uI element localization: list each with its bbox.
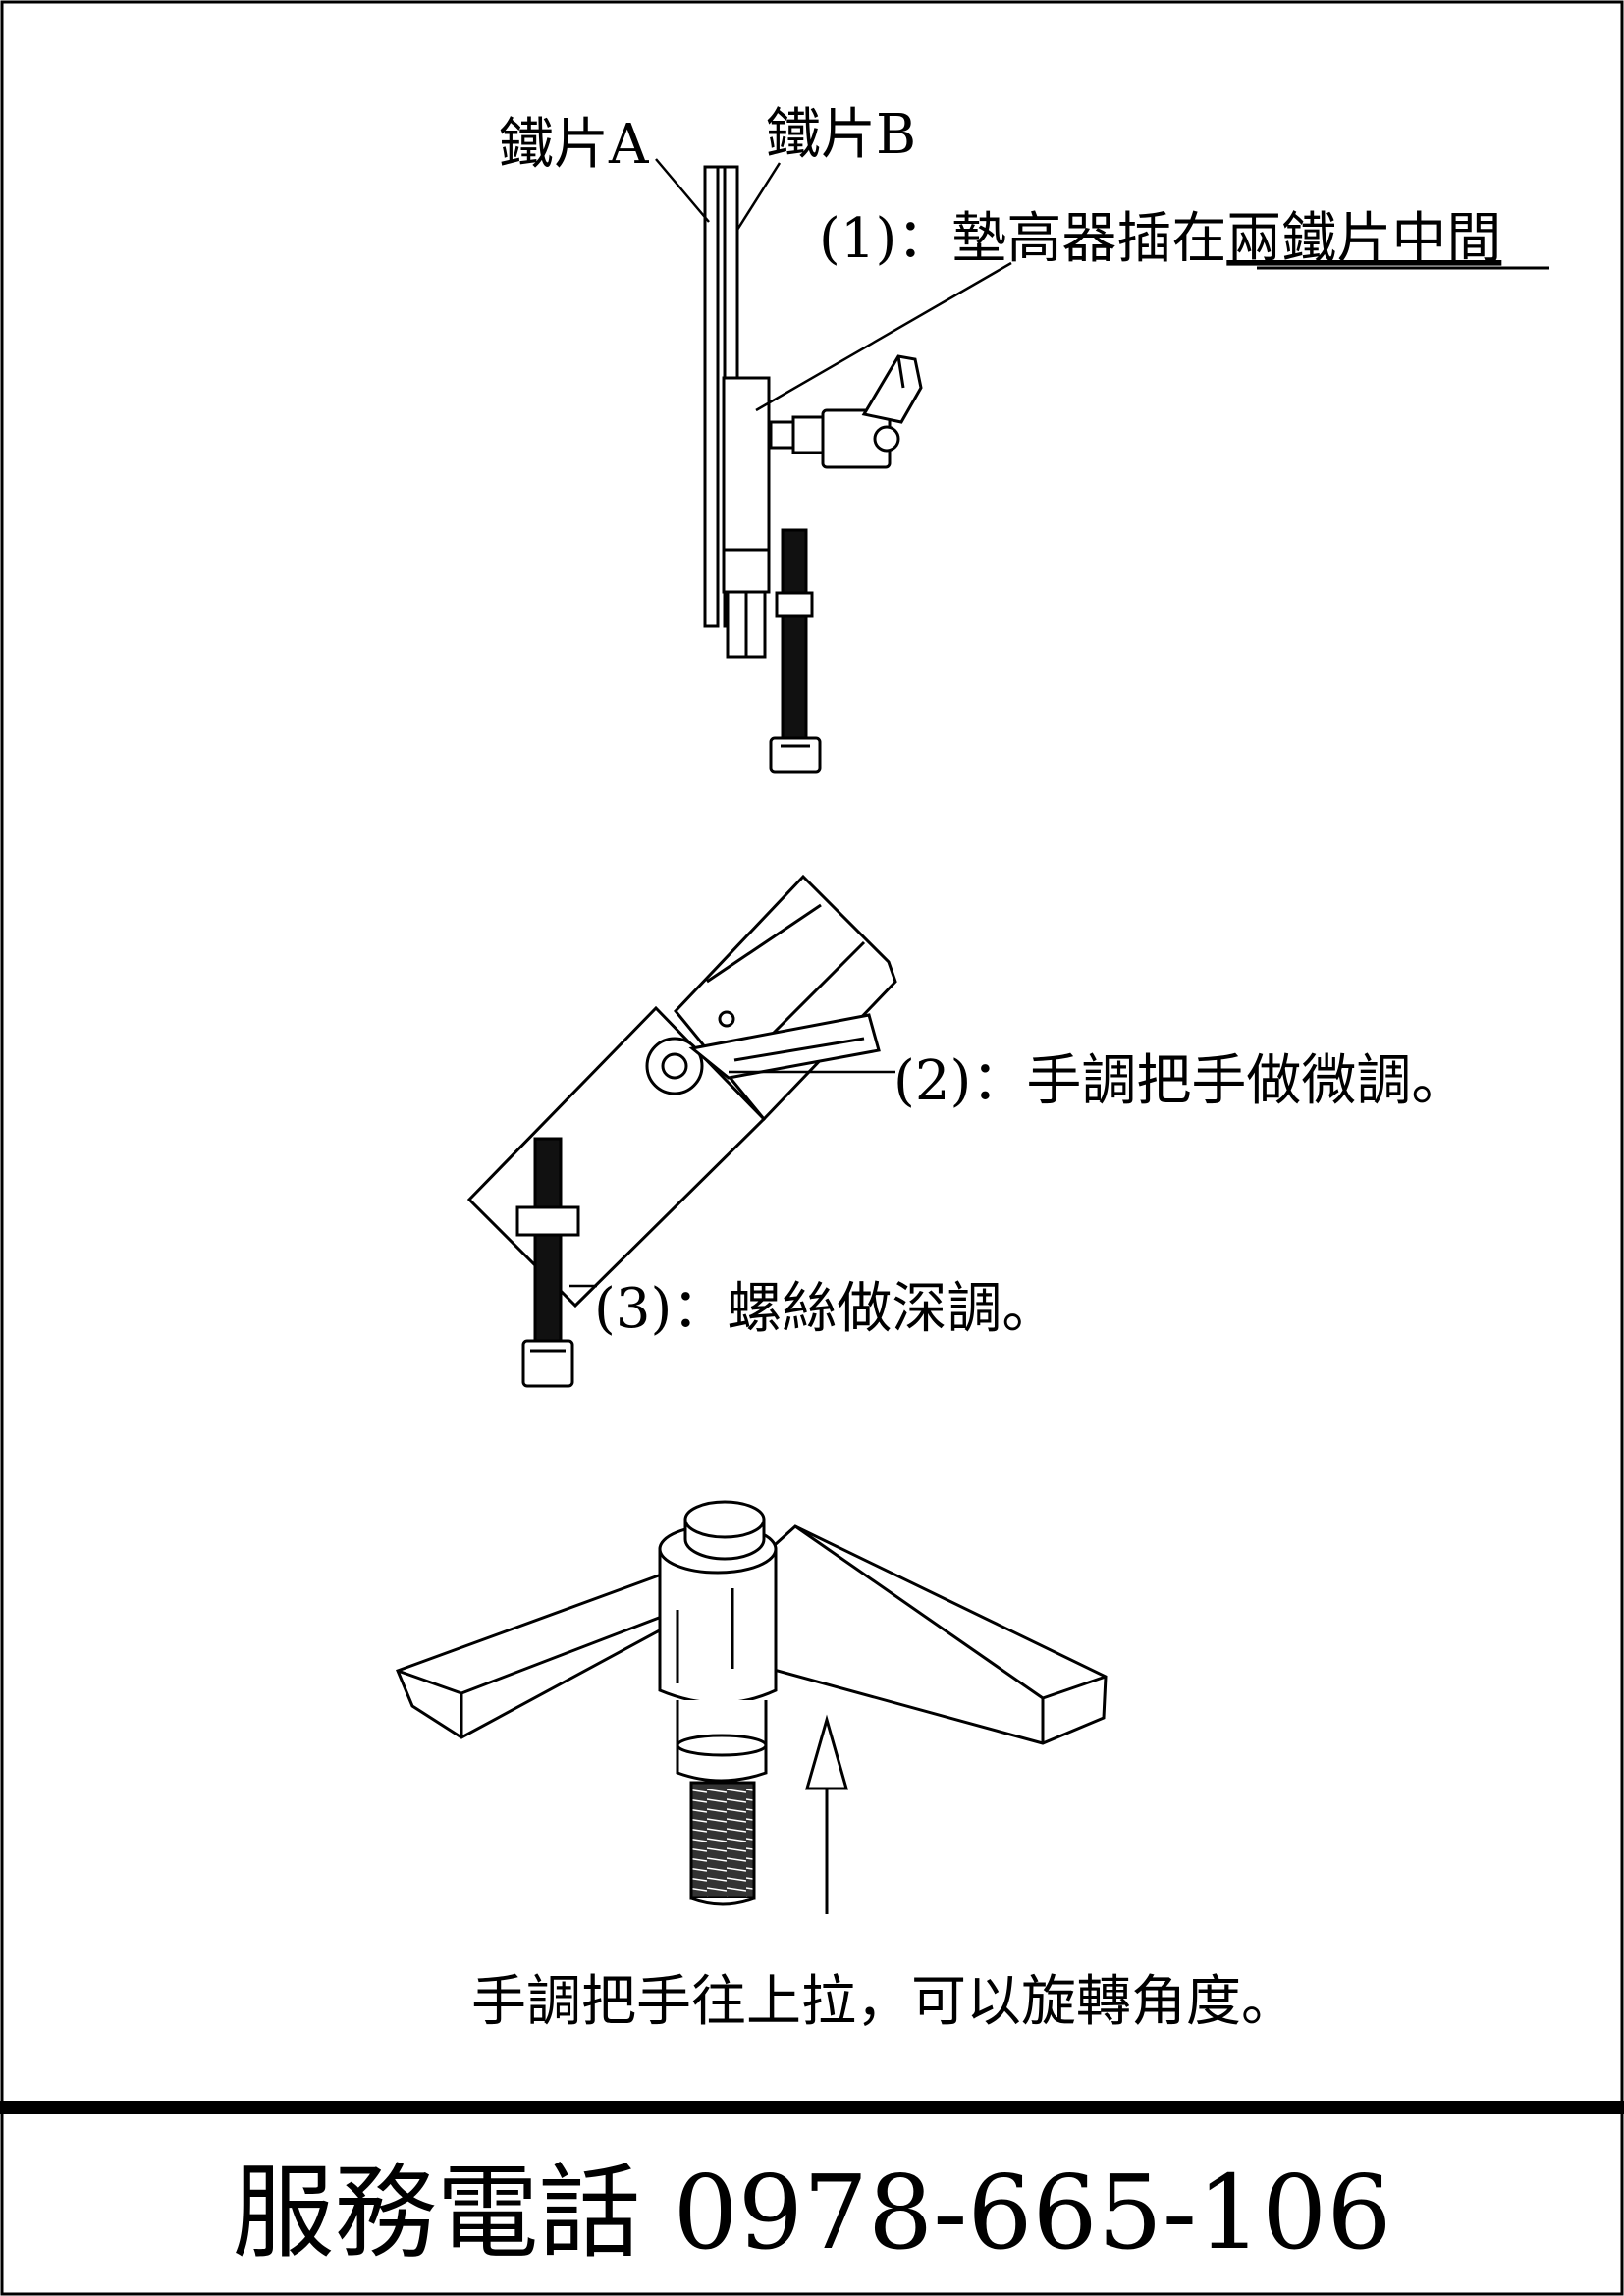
- service-phone: 服務電話 0978-665-106: [232, 2153, 1391, 2272]
- pull-arrow-head: [805, 1714, 848, 1790]
- figure-handle-perspective: [396, 1500, 1108, 1914]
- note-4: 手調把手往上拉，可以旋轉角度。: [471, 1970, 1296, 2034]
- figure-tilted-view: [466, 874, 897, 1388]
- depth-screw: [781, 528, 808, 743]
- figure-side-view: [655, 158, 1012, 774]
- note-1-emphasis: 兩鐵片中間: [1226, 207, 1501, 271]
- handle-arm-left: [396, 1566, 681, 1739]
- leader-plate-a: [655, 158, 710, 223]
- label-plate-a: 鐵片A: [499, 113, 649, 177]
- handle-hub: [769, 420, 795, 450]
- tilted-depth-screw: [533, 1137, 563, 1347]
- note-2: (2)：手調把手做微調。: [893, 1049, 1466, 1113]
- note-1-prefix: (1)：墊高器插在: [819, 207, 1226, 271]
- label-plate-b: 鐵片B: [766, 103, 916, 167]
- leader-plate-b: [735, 162, 782, 231]
- note-1: (1)：墊高器插在兩鐵片中間: [819, 207, 1501, 271]
- threaded-stud: [689, 1781, 756, 1900]
- spacer-block: [722, 376, 771, 594]
- micro-lever: [688, 1013, 881, 1080]
- handle-lever: [861, 354, 923, 424]
- handle-arm-right: [732, 1524, 1108, 1745]
- plate-a: [703, 165, 720, 628]
- footer-divider: [0, 2101, 1624, 2114]
- note-3: (3)：螺絲做深調。: [594, 1277, 1056, 1341]
- leader-note-1: [755, 261, 1012, 412]
